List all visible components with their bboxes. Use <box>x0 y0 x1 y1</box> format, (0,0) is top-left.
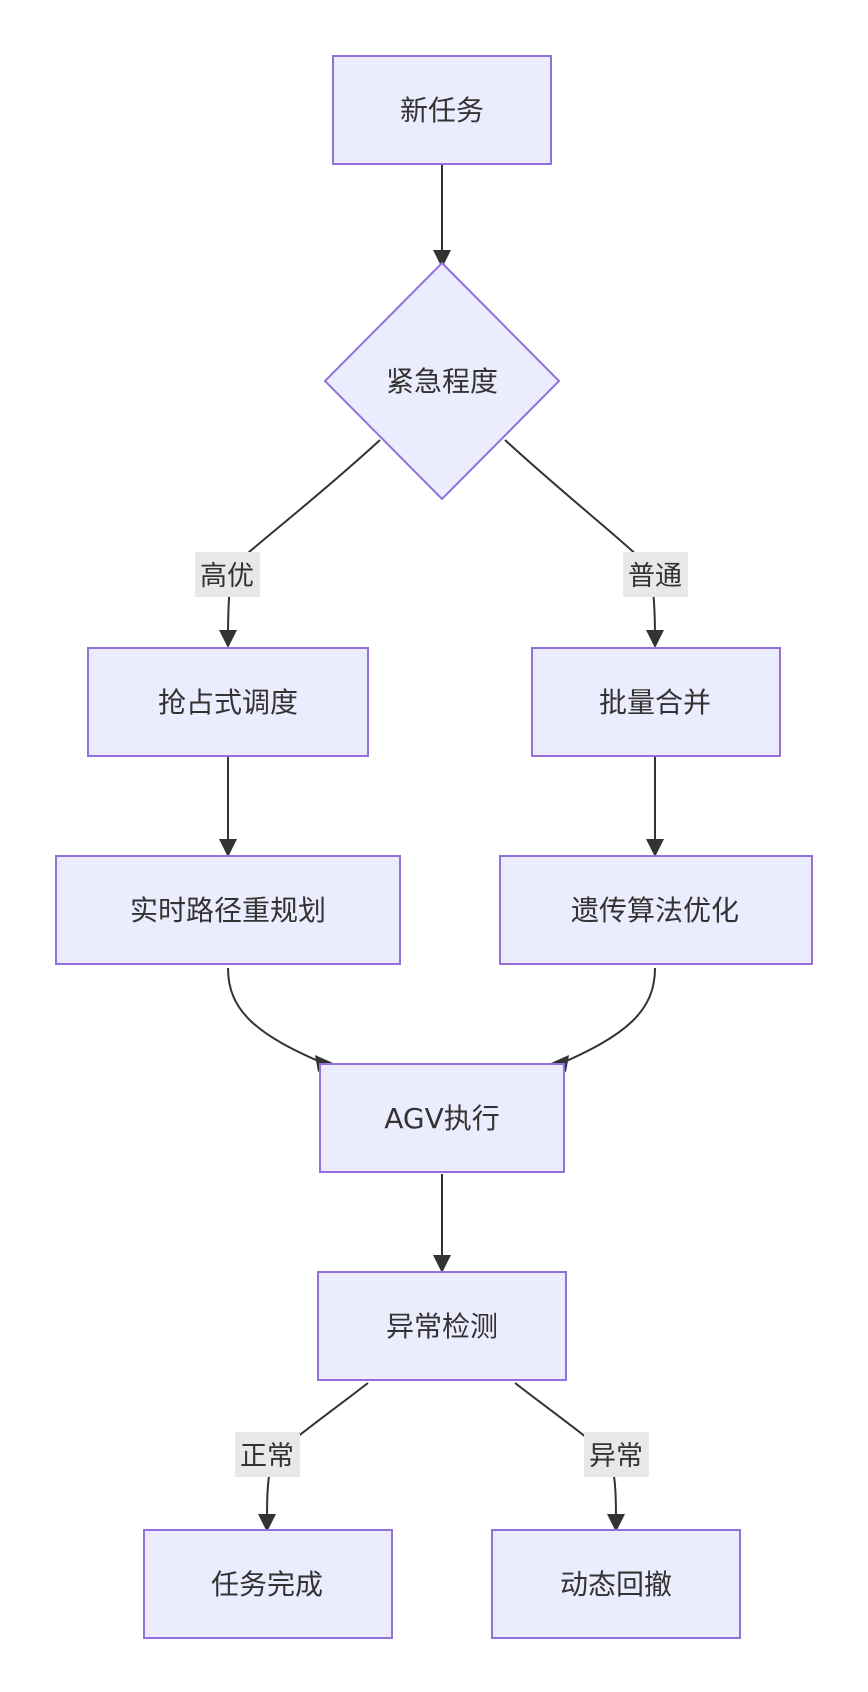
edge-label-normal: 普通 <box>623 552 688 597</box>
node-realtime-replan[interactable]: 实时路径重规划 <box>55 855 401 965</box>
svg-text:批量合并: 批量合并 <box>599 686 711 719</box>
svg-text:AGV执行: AGV执行 <box>384 1102 500 1135</box>
arrowhead-genetic <box>646 839 664 857</box>
svg-text:新任务: 新任务 <box>400 94 484 127</box>
node-agv-execute[interactable]: AGV执行 <box>319 1063 565 1173</box>
svg-text:异常检测: 异常检测 <box>386 1310 498 1343</box>
arrowhead-rollback <box>607 1514 625 1532</box>
node-genetic-optimize[interactable]: 遗传算法优化 <box>499 855 813 965</box>
svg-text:异常: 异常 <box>589 1441 643 1472</box>
arrowhead-done <box>258 1514 276 1532</box>
svg-text:遗传算法优化: 遗传算法优化 <box>571 894 739 927</box>
arrowhead-decision <box>433 250 451 268</box>
arrowhead-batch <box>646 630 664 648</box>
svg-text:实时路径重规划: 实时路径重规划 <box>130 894 326 927</box>
svg-text:紧急程度: 紧急程度 <box>386 365 498 398</box>
arrowhead-anomaly <box>433 1255 451 1273</box>
svg-text:抢占式调度: 抢占式调度 <box>158 686 298 719</box>
edge-genetic-to-agv <box>554 967 656 1067</box>
node-anomaly-detect[interactable]: 异常检测 <box>317 1271 567 1381</box>
svg-text:普通: 普通 <box>628 561 682 592</box>
node-urgency-decision[interactable]: 紧急程度 <box>323 261 561 501</box>
edge-replan-to-agv <box>227 967 331 1067</box>
svg-text:任务完成: 任务完成 <box>211 1568 323 1601</box>
edge-label-ok: 正常 <box>235 1432 300 1477</box>
node-dynamic-rollback[interactable]: 动态回撤 <box>491 1529 741 1639</box>
node-preemptive-scheduling[interactable]: 抢占式调度 <box>87 647 369 757</box>
edge-label-high-priority: 高优 <box>195 552 260 597</box>
node-task-complete[interactable]: 任务完成 <box>143 1529 393 1639</box>
svg-text:正常: 正常 <box>240 1441 294 1472</box>
arrowhead-replan <box>219 839 237 857</box>
svg-text:动态回撤: 动态回撤 <box>560 1568 672 1601</box>
edge-decision-to-batch <box>504 439 656 641</box>
node-new-task[interactable]: 新任务 <box>332 55 552 165</box>
edge-decision-to-preemptive <box>223 439 381 641</box>
arrowhead-preemptive <box>219 630 237 648</box>
node-batch-merge[interactable]: 批量合并 <box>531 647 781 757</box>
edge-label-abnormal: 异常 <box>584 1432 649 1477</box>
svg-text:高优: 高优 <box>200 561 254 592</box>
